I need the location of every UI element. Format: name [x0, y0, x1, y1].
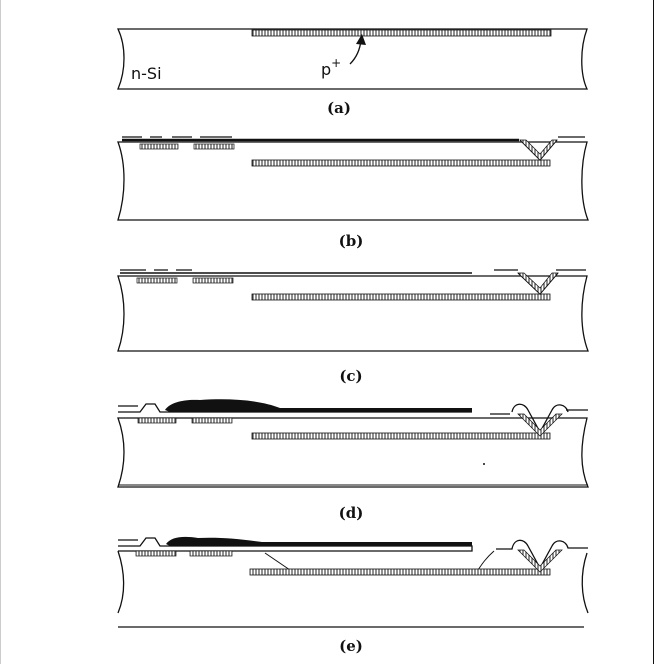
contact-diffusion-2-c [192, 277, 234, 284]
caption-c: (c) [339, 367, 362, 385]
v-groove-lining-b [519, 139, 558, 161]
panel-e: (e) [117, 536, 589, 655]
wafer-outline-d [117, 417, 589, 488]
wafer-outline-b [117, 141, 589, 221]
caption-d: (d) [339, 504, 364, 522]
implant-arrow-head [356, 34, 366, 45]
dark-film-e [166, 536, 472, 546]
contact-diffusion-2-b [193, 143, 235, 150]
contact-diffusion-1-b [139, 143, 179, 150]
p-plus-layer-c [251, 293, 551, 301]
v-groove-lining-c [517, 272, 559, 295]
implant-label: p+ [321, 56, 341, 79]
dark-film-d [165, 399, 472, 412]
contact-diffusion-2-d [191, 417, 233, 424]
contact-diffusion-1-c [136, 277, 178, 284]
p-plus-layer-e [249, 568, 551, 576]
wafer-right-edge-e [581, 552, 589, 614]
p-plus-layer-a [251, 29, 552, 37]
caption-a: (a) [327, 99, 351, 117]
contact-diffusion-2-e [189, 550, 233, 557]
panel-a: n-Si p+ (a) [116, 28, 589, 117]
caption-b: (b) [339, 232, 364, 250]
v-groove-lining-e [517, 549, 563, 573]
panel-d: (d) [117, 399, 589, 522]
p-plus-layer-b [251, 159, 551, 167]
contact-diffusion-1-e [135, 550, 177, 557]
substrate-label: n-Si [131, 64, 162, 83]
p-plus-layer-d [251, 432, 551, 440]
wafer-left-edge-e [117, 550, 125, 614]
panel-b: (b) [117, 136, 589, 250]
wafer-outline-a [116, 28, 589, 90]
cavity-left-wall-e [264, 552, 291, 571]
panel-c: (c) [117, 269, 589, 385]
wafer-outline-c [117, 275, 589, 352]
oxide-beam-e [118, 537, 473, 552]
contact-diffusion-1-d [137, 417, 177, 424]
oxide-edge-d [118, 405, 510, 415]
caption-e: (e) [339, 637, 363, 655]
speck-d [483, 463, 485, 465]
v-groove-lining-d [517, 413, 563, 437]
cavity-right-wall-e [477, 550, 495, 571]
